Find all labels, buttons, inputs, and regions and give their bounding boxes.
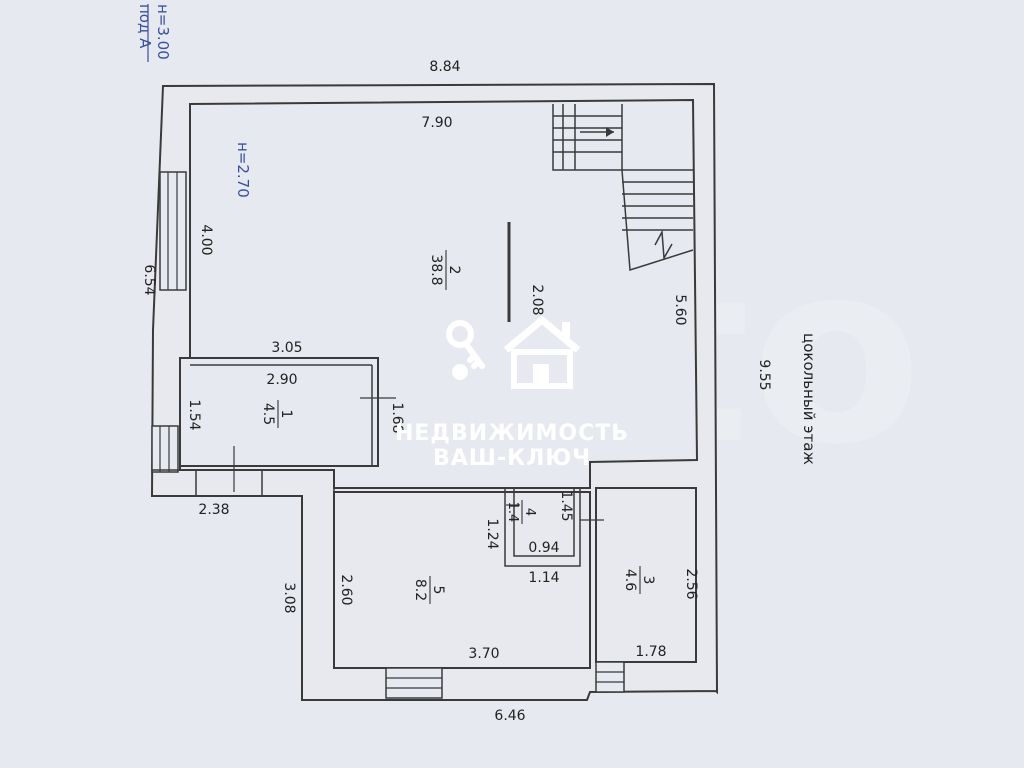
svg-text:38.8: 38.8 [428,254,444,285]
house-icon [503,315,581,389]
header-note: под А н=3.00 [136,4,172,62]
stair-direction-arrow [580,127,614,137]
window-left-upper [159,171,187,291]
room-label-3: 3 4.6 [622,566,656,594]
room-label-4: 4 1.4 [505,500,537,524]
dim-room1-top-outer: 3.05 [271,340,302,356]
svg-text:5: 5 [430,586,446,595]
dim-lower-left-outer: 3.08 [281,582,297,613]
bottom-left-wall [152,469,335,496]
svg-text:под А: под А [136,4,154,49]
svg-text:2: 2 [446,266,462,275]
dim-room1-left: 1.54 [186,399,202,430]
key-icon [446,320,485,380]
window-left-lower [151,425,179,473]
room-label-5: 5 8.2 [412,576,446,604]
dim-room5-bottom: 3.70 [468,646,499,662]
svg-text:4.6: 4.6 [622,569,638,591]
room-label-2: 2 38.8 [428,250,462,290]
dim-top-outer: 8.84 [429,59,460,75]
dim-left-outer: 6.54 [141,264,157,295]
room-3-walls [595,487,697,663]
window-bottom-1 [385,667,443,699]
dim-room4-left: 1.24 [484,518,500,549]
svg-text:3: 3 [640,576,656,585]
room-5-walls [333,491,591,669]
staircase [552,104,694,272]
svg-text:н=3.00: н=3.00 [154,4,172,60]
dim-room3-bottom: 1.78 [635,644,666,660]
dim-top-inner: 7.90 [421,115,452,131]
dim-room5-left: 2.60 [338,574,354,605]
dim-right-outer: 9.55 [756,359,772,390]
dim-bottom-left: 2.38 [198,502,229,518]
dim-room4-bottom-inner: 0.94 [528,540,559,556]
svg-text:4.5: 4.5 [260,403,276,425]
dim-left-inner: 4.00 [198,224,214,255]
svg-text:4: 4 [522,508,537,516]
room-4-walls [504,488,581,567]
main-height-note: н=2.70 [234,142,252,198]
dim-bottom-outer: 6.46 [494,708,525,724]
dim-room4-bottom-outer: 1.14 [528,570,559,586]
svg-text:1: 1 [278,410,294,419]
room-label-1: 1 4.5 [260,400,294,428]
dim-room1-top-inner: 2.90 [266,372,297,388]
dim-room4-top: 1.45 [558,490,574,521]
dim-room3-right: 2.56 [683,568,699,599]
floor-label: цокольный этаж [800,333,818,465]
watermark-line2: ВАШ-КЛЮЧ [433,446,591,471]
window-bottom-2 [595,661,625,693]
dim-room1-right: 1.68 [389,402,405,433]
watermark-line1: НЕДВИЖИМОСТЬ [395,421,629,446]
svg-text:1.4: 1.4 [505,502,520,523]
svg-text:8.2: 8.2 [412,579,428,601]
tick-marks [233,397,604,521]
room-1-walls [179,357,379,467]
dim-partition: 2.08 [529,284,545,315]
dim-right-inner: 5.60 [672,294,688,325]
